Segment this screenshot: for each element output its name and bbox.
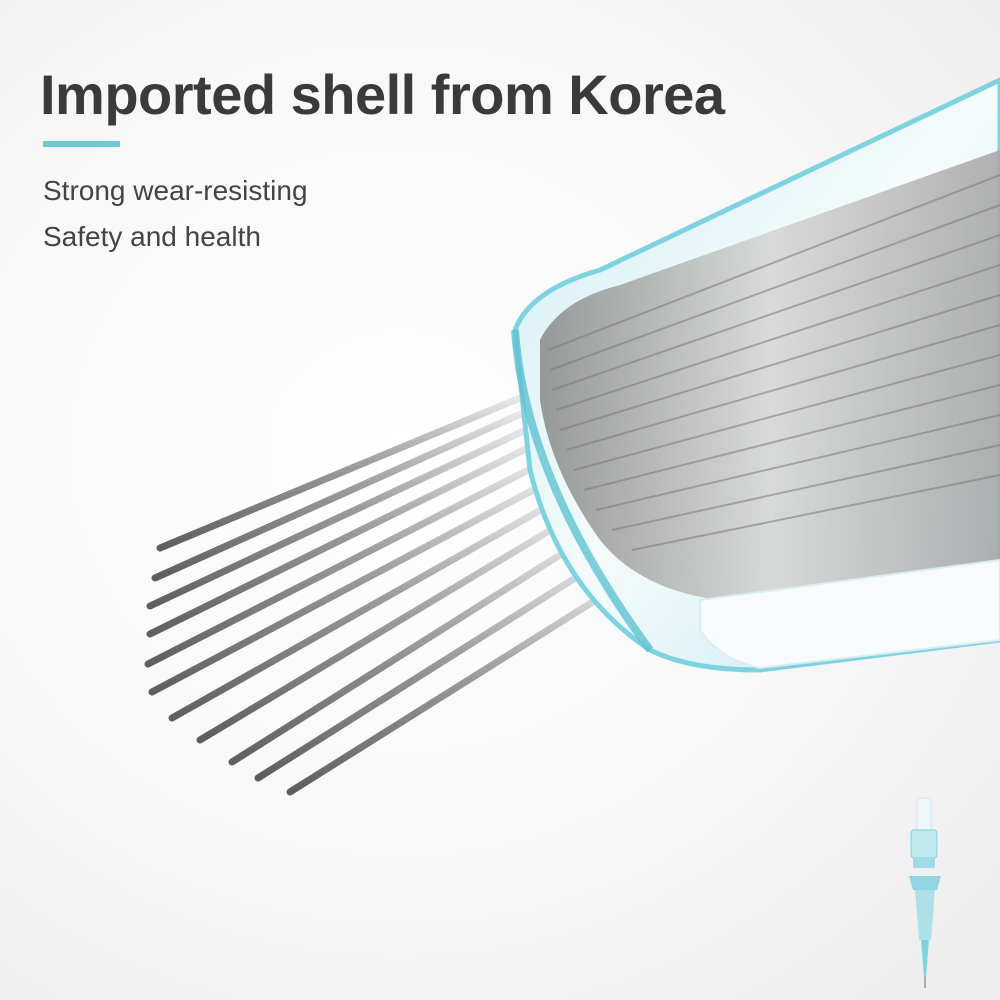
feature-item: Strong wear-resisting: [43, 175, 308, 206]
feature-item: Safety and health: [43, 221, 261, 252]
accent-bar: [43, 141, 120, 147]
headline: Imported shell from Korea: [40, 63, 725, 126]
feature-list: Strong wear-resisting Safety and health: [43, 168, 308, 260]
